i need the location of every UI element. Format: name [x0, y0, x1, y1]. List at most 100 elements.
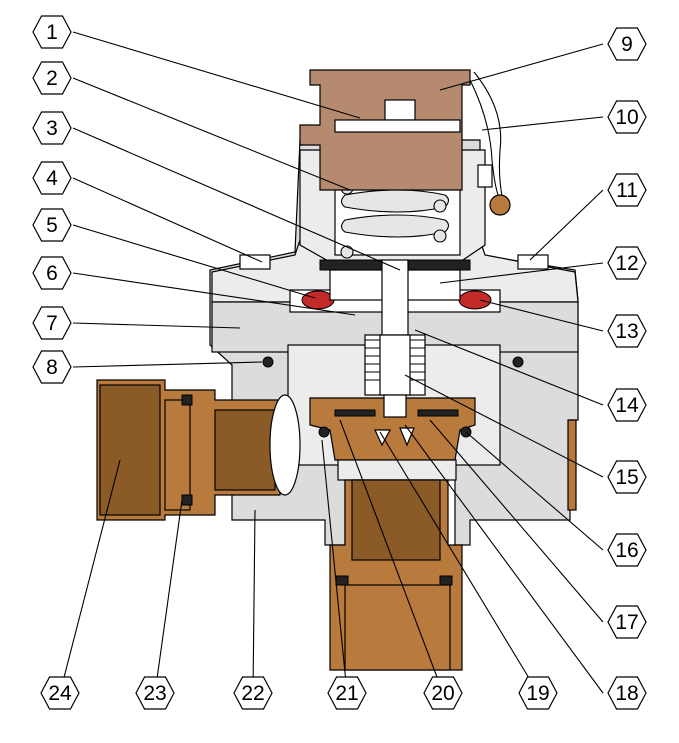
callout-label: 10	[615, 106, 638, 129]
disc-oring-left	[318, 426, 330, 438]
left-bolt	[239, 254, 271, 270]
disc-seal-left	[334, 409, 376, 417]
callout-badge	[607, 533, 647, 567]
callout-badge	[32, 350, 72, 384]
inlet-gasket-bottom	[181, 494, 193, 506]
callout-12: 12	[607, 246, 647, 280]
callout-10: 10	[607, 100, 647, 134]
callout-18: 18	[607, 676, 647, 710]
body-oring-right	[512, 356, 524, 368]
callout-label: 7	[46, 312, 58, 335]
callout-24: 24	[40, 676, 80, 710]
callout-6: 6	[32, 256, 72, 290]
callout-7: 7	[32, 306, 72, 340]
callout-badge	[32, 256, 72, 290]
callout-1: 1	[32, 15, 72, 49]
outlet-gasket-left	[335, 575, 349, 586]
callout-14: 14	[607, 388, 647, 422]
inlet-bore	[99, 384, 161, 516]
callout-2: 2	[32, 61, 72, 95]
disc-nut	[383, 394, 407, 418]
callout-badge	[32, 61, 72, 95]
callout-badge	[32, 15, 72, 49]
callout-9: 9	[607, 27, 647, 61]
callout-badge	[607, 605, 647, 639]
right-bolt	[517, 254, 549, 270]
callout-17: 17	[607, 605, 647, 639]
callout-label: 1	[46, 21, 58, 44]
callout-badge	[607, 173, 647, 207]
callout-badge	[607, 246, 647, 280]
disc-seal-right	[417, 409, 459, 417]
body-oring-left	[262, 356, 274, 368]
callout-badge	[518, 676, 558, 710]
callout-badge	[135, 676, 175, 710]
left-diaphragm-seal	[301, 290, 335, 310]
right-diaphragm-seal	[458, 290, 492, 310]
callout-badge	[32, 111, 72, 145]
callout-label: 5	[46, 214, 58, 237]
callout-label: 14	[615, 394, 639, 417]
callout-badge	[607, 314, 647, 348]
callout-badge	[607, 388, 647, 422]
leader-lines	[59, 31, 604, 694]
outlet-gasket-right	[439, 575, 453, 586]
seal-wire	[469, 79, 501, 201]
callout-15: 15	[607, 460, 647, 494]
callout-badge	[607, 460, 647, 494]
callout-3: 3	[32, 111, 72, 145]
callout-badge	[423, 676, 463, 710]
callout-badge	[327, 676, 367, 710]
cap-inner	[334, 119, 461, 133]
callout-label: 3	[46, 117, 58, 140]
callout-23: 23	[135, 676, 175, 710]
outlet-inner	[351, 479, 441, 561]
callout-label: 21	[335, 682, 358, 705]
stem-spring	[364, 334, 426, 396]
inlet-tail	[214, 409, 276, 491]
callout-4: 4	[32, 161, 72, 195]
callout-label: 11	[616, 179, 638, 202]
callout-label: 6	[46, 262, 58, 285]
inlet-nut-ring	[164, 399, 191, 511]
callout-16: 16	[607, 533, 647, 567]
callout-badge	[607, 27, 647, 61]
callout-20: 20	[423, 676, 463, 710]
callout-19: 19	[518, 676, 558, 710]
callout-label: 19	[526, 682, 549, 705]
callout-label: 13	[615, 320, 638, 343]
callout-badge	[32, 161, 72, 195]
callout-13: 13	[607, 314, 647, 348]
inlet-gasket-top	[181, 394, 193, 406]
callout-badge	[32, 208, 72, 242]
callout-label: 15	[615, 466, 638, 489]
callout-5: 5	[32, 208, 72, 242]
callout-21: 21	[327, 676, 367, 710]
callout-8: 8	[32, 350, 72, 384]
callout-label: 16	[615, 539, 638, 562]
side-plate	[567, 419, 577, 511]
callout-22: 22	[233, 676, 273, 710]
callout-label: 20	[431, 682, 454, 705]
callout-label: 23	[143, 682, 166, 705]
callout-label: 12	[615, 252, 638, 275]
callout-label: 22	[241, 682, 264, 705]
callout-11: 11	[607, 173, 647, 207]
callout-badge	[40, 676, 80, 710]
valve-illustration	[96, 69, 579, 671]
callout-label: 9	[621, 33, 633, 56]
callout-label: 17	[615, 611, 638, 634]
outlet-lower	[344, 584, 451, 671]
callout-badge	[607, 100, 647, 134]
callout-label: 18	[615, 682, 638, 705]
callout-label: 2	[46, 67, 58, 90]
inlet-port	[269, 394, 301, 496]
callout-label: 8	[46, 356, 58, 379]
seal-wire-2	[473, 71, 504, 201]
cap-top-slot	[384, 99, 416, 121]
lead-seal	[489, 194, 511, 216]
callout-label: 24	[48, 682, 72, 705]
